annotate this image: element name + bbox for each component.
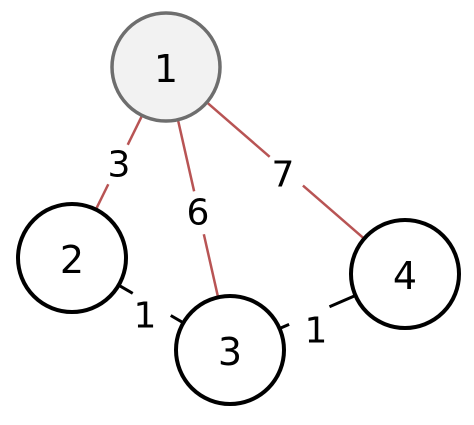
node-label-1: 1: [154, 47, 178, 91]
node-label-2: 2: [60, 238, 84, 282]
edge-line-1-3-a: [176, 119, 196, 192]
edge-weight-label-1-4: 7: [272, 155, 295, 196]
edge-weight-label-1-3: 6: [187, 193, 210, 234]
edge-line-2-3-a: [117, 283, 134, 295]
node-circle-1: [110, 11, 222, 123]
node-3: 3: [174, 294, 286, 406]
edge-1-3: 6: [176, 119, 220, 298]
edge-line-3-4-b: [328, 294, 357, 309]
edge-1-4: 7: [206, 101, 365, 240]
edge-line-1-4-a: [206, 101, 271, 158]
edge-weight-label-3-4: 1: [305, 311, 328, 352]
edge-line-1-2-a: [126, 114, 144, 146]
node-circle-2: [16, 202, 128, 314]
edge-3-4: 1: [278, 294, 357, 352]
node-circle-4: [349, 218, 461, 330]
nodes-layer: 1 2 3 4: [16, 11, 461, 406]
edge-2-3: 1: [117, 283, 185, 337]
edge-line-1-3-b: [202, 233, 220, 298]
node-circle-3: [174, 294, 286, 406]
node-label-3: 3: [218, 330, 242, 374]
edge-weight-label-2-3: 1: [134, 296, 157, 337]
edge-line-1-2-b: [94, 183, 110, 211]
edges-layer: 3 6 7 1 1: [94, 101, 365, 352]
edge-weight-label-1-2: 3: [108, 145, 131, 186]
edge-1-2: 3: [94, 114, 144, 211]
edge-line-1-4-b: [302, 184, 365, 240]
node-1: 1: [110, 11, 222, 123]
node-2: 2: [16, 202, 128, 314]
node-4: 4: [349, 218, 461, 330]
node-label-4: 4: [393, 254, 417, 298]
edge-line-2-3-b: [169, 314, 185, 325]
